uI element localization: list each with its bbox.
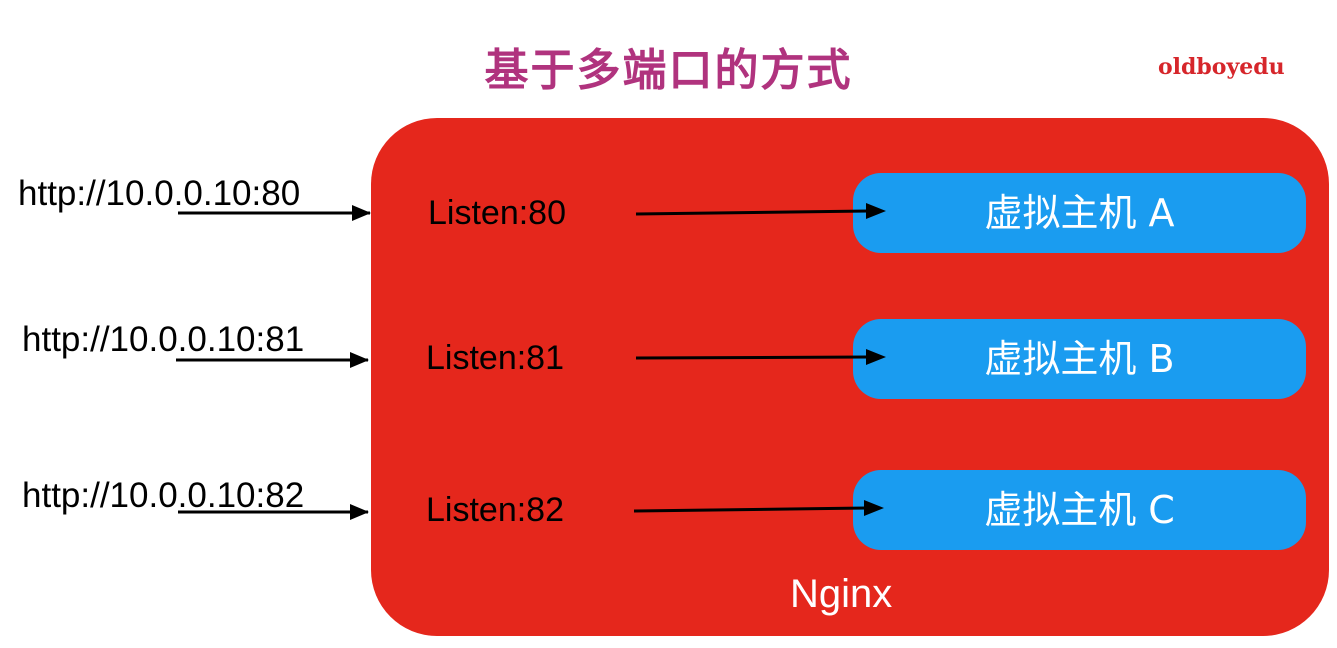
url-label-82: http://10.0.0.10:82 xyxy=(22,476,305,515)
arrow-listen-80-to-host-a xyxy=(635,209,869,216)
listen-label-81: Listen:81 xyxy=(426,339,564,377)
virtual-host-b: 虚拟主机 B xyxy=(853,319,1306,399)
listen-label-80: Listen:80 xyxy=(428,194,566,232)
listen-label-82: Listen:82 xyxy=(426,491,564,529)
nginx-label: Nginx xyxy=(790,572,893,616)
url-label-80: http://10.0.0.10:80 xyxy=(18,174,301,213)
page-title: 基于多端口的方式 xyxy=(484,45,853,96)
arrow-listen-81-to-host-b xyxy=(635,355,869,360)
arrowhead-listen-80 xyxy=(866,203,886,219)
arrowhead-listen-81 xyxy=(866,349,886,365)
arrowhead-url-80 xyxy=(352,205,371,221)
watermark: oldboyedu xyxy=(1158,54,1285,80)
arrowhead-url-82 xyxy=(350,504,369,520)
arrow-listen-82-to-host-c xyxy=(633,506,867,513)
arrowhead-url-81 xyxy=(350,352,369,368)
virtual-host-c: 虚拟主机 C xyxy=(853,470,1306,550)
url-label-81: http://10.0.0.10:81 xyxy=(22,320,305,359)
arrowhead-listen-82 xyxy=(864,500,884,516)
virtual-host-a: 虚拟主机 A xyxy=(853,173,1306,253)
